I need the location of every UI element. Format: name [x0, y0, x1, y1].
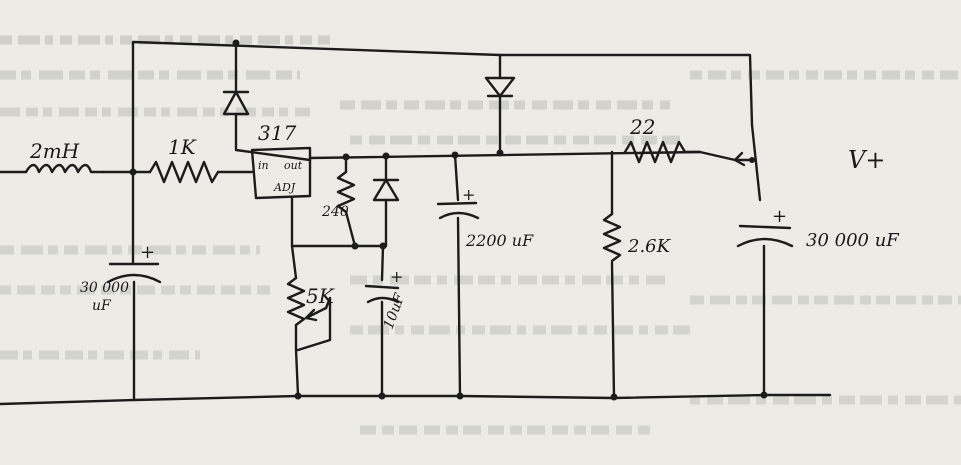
- cap-adj-polarity: +: [390, 267, 403, 286]
- cap-output-polarity: +: [772, 206, 787, 227]
- regulator-part-label: 317: [258, 121, 296, 145]
- bleed-through-texture: [0, 35, 961, 435]
- pot-5k-label: 5K: [306, 284, 335, 308]
- resistor-22-body: [623, 140, 687, 164]
- inductor-label: 2mH: [29, 139, 80, 163]
- regulator-in-label: in: [258, 159, 269, 172]
- cap-adj-label: 10uF: [381, 290, 409, 331]
- regulator-out-label: out: [284, 159, 303, 172]
- inductor-coil: [24, 163, 105, 174]
- cap-output-label: 30 000 uF: [806, 230, 900, 251]
- cap-2200-label: 2200 uF: [465, 231, 534, 250]
- cap-2200-polarity: +: [462, 185, 475, 204]
- resistor-2k6-body: [602, 212, 622, 263]
- output-voltage-label: V+: [848, 146, 885, 174]
- regulator-adj-label: ADJ: [273, 181, 296, 194]
- resistor-240-label: 240: [321, 204, 349, 220]
- wiring: [0, 40, 832, 406]
- junction-dots: [129, 39, 768, 401]
- regulator-box: [250, 146, 312, 200]
- pot-5k-body: [286, 276, 306, 327]
- resistor-1k-body: [148, 160, 220, 184]
- cap-input-polarity: +: [140, 242, 155, 263]
- resistor-2k6-label: 2.6K: [627, 236, 672, 257]
- resistor-22-label: 22: [629, 115, 655, 139]
- resistor-240-body: [336, 170, 356, 214]
- cap-input-value-line2: uF: [92, 298, 112, 314]
- ground-bus: [0, 393, 832, 406]
- cap-input-value-line1: 30 000: [80, 280, 129, 296]
- resistor-1k-label: 1K: [168, 135, 197, 159]
